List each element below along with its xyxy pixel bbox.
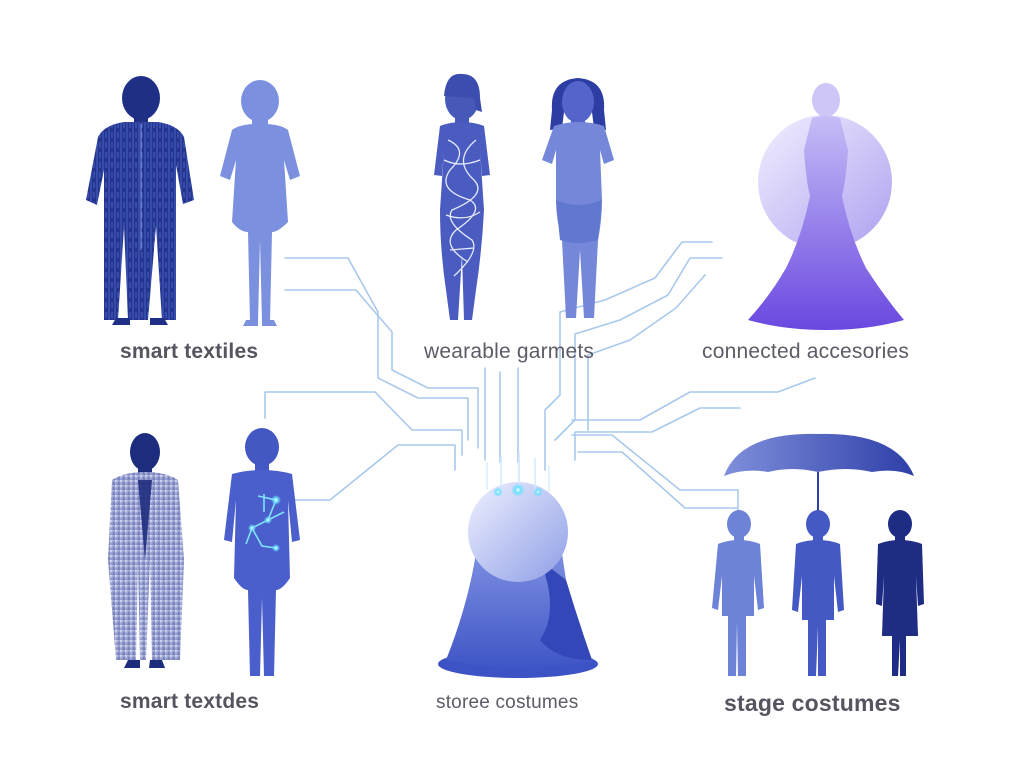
label-top-left: smart textiles: [120, 340, 259, 363]
sparkle-coat-figure-icon: [108, 433, 184, 668]
label-bottom-center: storee costumes: [436, 692, 579, 713]
umbrella-icon: [724, 433, 914, 512]
label-top-right: connected accesories: [702, 340, 910, 363]
label-bottom-left: smart textdes: [120, 690, 260, 713]
hub-orb-icon: [438, 452, 598, 678]
glowing-circuit-body-icon: [224, 428, 300, 676]
woman-dress-figure-icon: [542, 78, 614, 318]
patterned-suit-figure-icon: [86, 76, 194, 325]
light-figure-icon: [220, 80, 300, 326]
circuit-dress-figure-icon: [434, 73, 490, 320]
gown-orb-figure-icon: [748, 83, 904, 330]
label-bottom-right: stage costumes: [724, 690, 901, 716]
label-top-center: wearable garmets: [424, 340, 595, 363]
three-figures-icon: [712, 510, 924, 676]
circuit-traces: [264, 241, 816, 519]
